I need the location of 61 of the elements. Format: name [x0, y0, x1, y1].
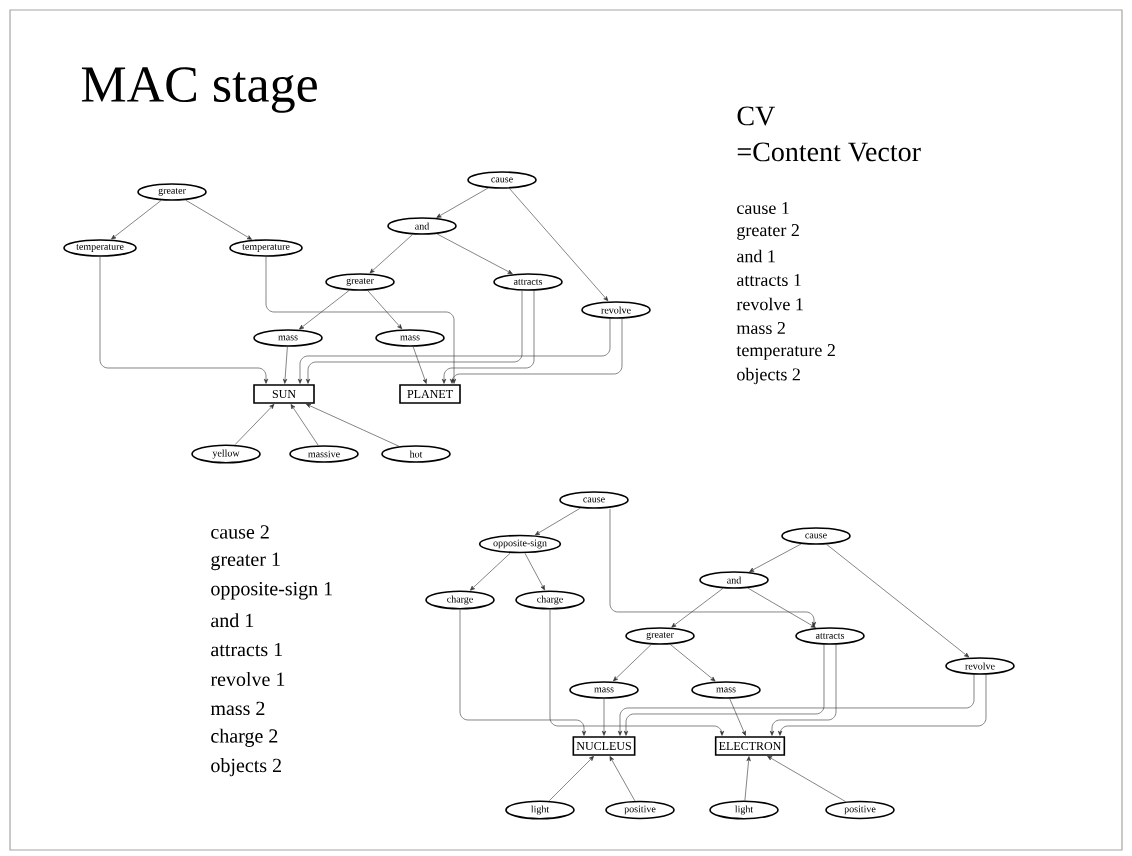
- arrow: [290, 404, 319, 446]
- list-item: revolve 1: [210, 671, 285, 686]
- arrow: [185, 199, 252, 240]
- arrow: [459, 609, 587, 736]
- list-item: objects 2: [737, 367, 800, 385]
- list-item: charge 2: [211, 728, 278, 747]
- arrow: [299, 290, 350, 330]
- list-item: attracts 1: [211, 642, 282, 657]
- arrow: [305, 290, 523, 384]
- arrow: [623, 644, 825, 736]
- arrow: [826, 544, 970, 658]
- list-item: greater 1: [211, 552, 280, 571]
- list-item: cause 1: [737, 201, 789, 215]
- arrow: [367, 290, 403, 330]
- arrow: [744, 756, 751, 801]
- arrow: [769, 644, 837, 736]
- arrow: [729, 698, 746, 736]
- arrow: [777, 674, 987, 736]
- arrow: [99, 256, 269, 384]
- arrow: [548, 756, 594, 802]
- slide-title: MAC stage: [81, 67, 317, 113]
- arrow: [111, 200, 162, 240]
- list-item: objects 2: [211, 758, 281, 777]
- list-item: attracts 1: [737, 273, 801, 287]
- arrow: [509, 188, 609, 302]
- arrow: [441, 290, 535, 384]
- list-item: mass 2: [736, 321, 785, 335]
- arrow: [609, 756, 636, 802]
- arrow: [282, 346, 288, 384]
- heading: CV: [737, 106, 775, 126]
- list-item: cause 2: [211, 525, 269, 539]
- arrow: [436, 187, 489, 218]
- list-item: opposite-sign 1: [211, 582, 332, 600]
- arrow: [549, 609, 725, 736]
- list-item: and 1: [737, 249, 775, 263]
- arrow: [613, 644, 652, 682]
- arrow: [265, 256, 457, 384]
- arrow: [524, 552, 545, 591]
- arrow: [369, 234, 413, 274]
- arrow: [749, 543, 802, 572]
- arrow: [412, 346, 427, 384]
- arrow: [609, 508, 817, 627]
- heading: =Content Vector: [737, 142, 921, 162]
- arrow: [601, 698, 607, 736]
- list-item: greater 2: [737, 224, 799, 240]
- arrow: [297, 318, 611, 384]
- arrow: [670, 644, 716, 682]
- arrow: [534, 507, 581, 536]
- arrow: [305, 403, 400, 447]
- arrow: [767, 755, 846, 802]
- list-item: temperature 2: [736, 344, 835, 360]
- arrow: [449, 318, 623, 384]
- list-item: mass 2: [210, 701, 265, 716]
- arrow: [617, 674, 975, 736]
- list-item: revolve 1: [736, 297, 803, 311]
- list-item: and 1: [211, 613, 254, 628]
- arrow: [671, 588, 724, 628]
- arrow: [747, 587, 816, 628]
- arrow: [436, 233, 513, 274]
- arrow: [470, 552, 511, 591]
- arrow: [234, 404, 275, 446]
